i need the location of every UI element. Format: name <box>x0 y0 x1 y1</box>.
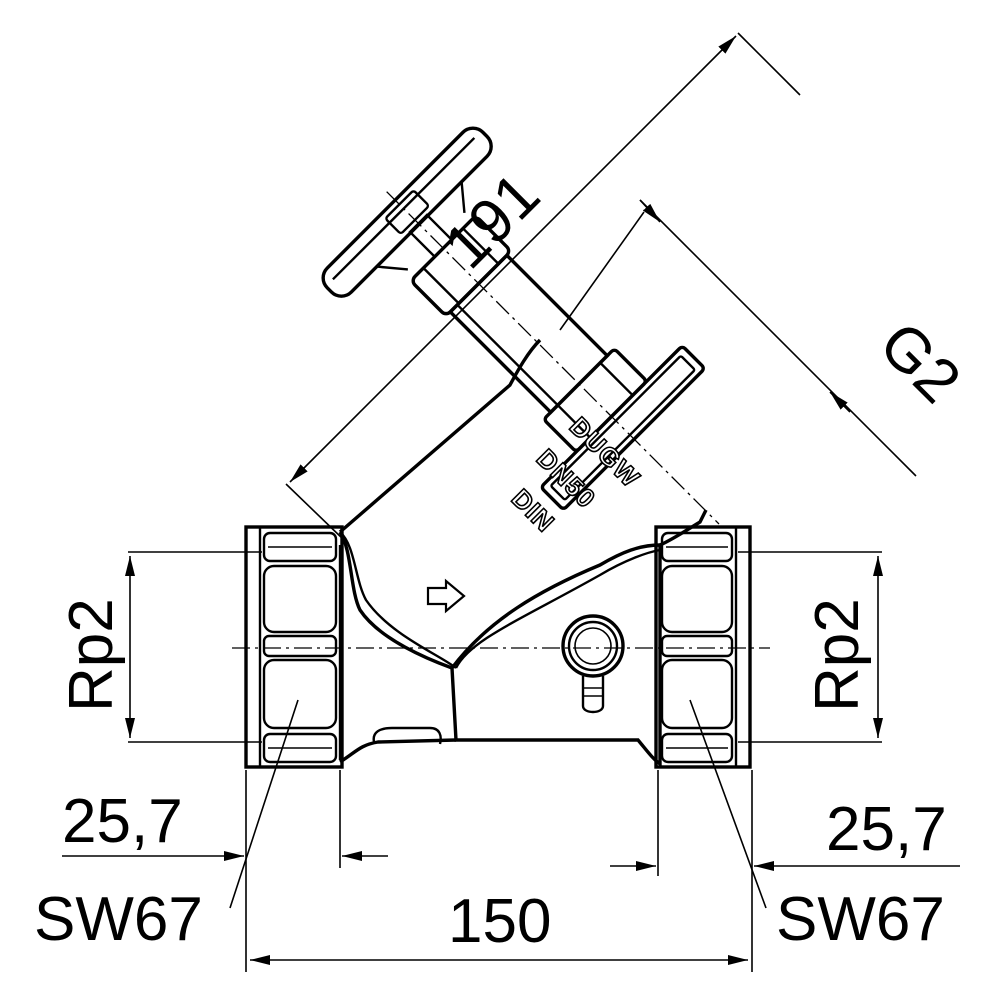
body-marking-din: DIN <box>506 483 561 538</box>
dim-sw67-right-label: SW67 <box>776 885 945 954</box>
dim-191-label: 191 <box>431 160 553 282</box>
dimension-rp2-left: Rp2 <box>57 551 262 743</box>
valve-body <box>338 338 708 768</box>
body-cast-line <box>454 548 661 669</box>
dimension-sw67-left: SW67 <box>34 699 299 954</box>
left-hex-nut <box>244 525 344 769</box>
dimension-25-7-left: 25,7 <box>62 770 388 868</box>
right-hex-nut <box>654 525 752 769</box>
body-bottom <box>339 738 457 764</box>
dimension-sw67-right: SW67 <box>689 699 945 954</box>
dim-25-7-left-label: 25,7 <box>62 787 183 856</box>
dim-g2-label: G2 <box>866 309 973 416</box>
drain-boss <box>372 726 442 745</box>
dimension-25-7-right: 25,7 <box>610 770 960 876</box>
flow-arrow-icon <box>426 578 466 614</box>
body-outline <box>338 531 662 768</box>
dim-rp2-left-label: Rp2 <box>57 598 126 712</box>
dim-rp2-right-label: Rp2 <box>803 598 872 712</box>
dimension-150: 150 <box>245 868 753 972</box>
dim-sw67-left-label: SW67 <box>34 885 203 954</box>
dimension-rp2-right: Rp2 <box>738 551 883 743</box>
dim-25-7-right-label: 25,7 <box>826 795 947 864</box>
body-inner-curve <box>339 531 457 669</box>
dimension-g2: G2 <box>559 199 973 477</box>
drain-port <box>561 614 625 714</box>
dim-150-label: 150 <box>448 887 551 956</box>
